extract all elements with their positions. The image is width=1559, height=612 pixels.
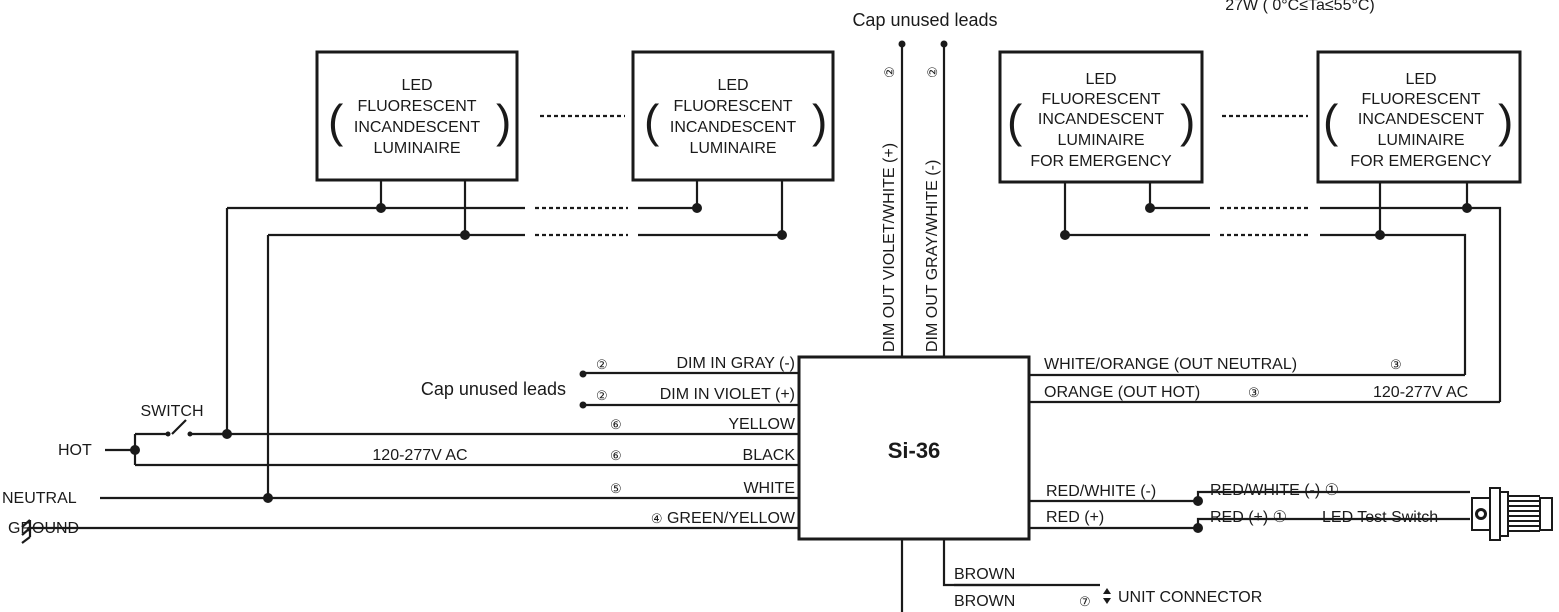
switch-symbol — [130, 419, 227, 465]
luminaire-text: LED — [1405, 71, 1436, 88]
right-leads — [1029, 373, 1500, 533]
luminaire-4: ( ) LED FLUORESCENT INCANDESCENT LUMINAI… — [1316, 50, 1522, 184]
luminaire-3: ( ) LED FLUORESCENT INCANDESCENT LUMINAI… — [998, 50, 1204, 184]
luminaire-text: LUMINAIRE — [1057, 132, 1144, 149]
out-hot-num: ③ — [1248, 385, 1260, 400]
paren-close: ) — [1498, 95, 1513, 147]
out-neutral-label: WHITE/ORANGE (OUT NEUTRAL) — [1044, 356, 1297, 373]
luminaire-2: ( ) LED FLUORESCENT INCANDESCENT LUMINAI… — [631, 50, 835, 182]
dim-out-violet-white-label: DIM OUT VIOLET/WHITE (+) — [881, 143, 898, 352]
green-yellow-text: GREEN/YELLOW — [667, 510, 796, 527]
brown-2-label: BROWN — [954, 593, 1015, 610]
red-switch-label: RED (+) ① — [1210, 509, 1287, 526]
luminaire-text: LUMINAIRE — [1377, 132, 1464, 149]
paren-close: ) — [812, 95, 827, 147]
unit-connector-label: UNIT CONNECTOR — [1118, 589, 1262, 606]
luminaire-text: INCANDESCENT — [1358, 111, 1484, 128]
black-label: BLACK — [743, 447, 796, 464]
brown-1-label: BROWN — [954, 566, 1015, 583]
top-leads: DIM OUT VIOLET/WHITE (+) ② DIM OUT GRAY/… — [881, 40, 948, 357]
dim-in-gray-num: ② — [596, 357, 608, 372]
paren-open: ( — [1007, 95, 1023, 147]
dim-in-violet-num: ② — [596, 388, 608, 403]
red-white-label: RED/WHITE (-) — [1046, 483, 1156, 500]
black-num: ⑥ — [610, 448, 622, 463]
device-name: Si-36 — [888, 438, 941, 463]
white-label: WHITE — [743, 480, 795, 497]
luminaire-text: LUMINAIRE — [689, 140, 776, 157]
luminaire-text: LUMINAIRE — [373, 140, 460, 157]
paren-open: ( — [328, 95, 344, 147]
luminaire-text: FLUORESCENT — [673, 98, 792, 115]
luminaire-text: LED — [717, 77, 748, 94]
si36-device-box — [797, 355, 1031, 541]
left-luminaire-wiring — [225, 180, 787, 498]
out-hot-label: ORANGE (OUT HOT) — [1044, 384, 1200, 401]
luminaire-1: ( ) LED FLUORESCENT INCANDESCENT LUMINAI… — [315, 50, 519, 182]
ground-label: GROUND — [8, 520, 79, 537]
luminaire-text: LED — [1085, 71, 1116, 88]
luminaire-text: INCANDESCENT — [354, 119, 480, 136]
test-switch-label: LED Test Switch — [1322, 509, 1438, 526]
red-label: RED (+) — [1046, 509, 1104, 526]
switch-label: SWITCH — [140, 403, 203, 420]
dim-out-gray-num: ② — [925, 66, 940, 78]
green-yellow-label: ④ GREEN/YELLOW — [651, 510, 796, 527]
luminaire-text: FOR EMERGENCY — [1350, 153, 1492, 170]
luminaire-text: FLUORESCENT — [1361, 91, 1480, 108]
neutral-label: NEUTRAL — [2, 490, 77, 507]
cap-unused-leads-top: Cap unused leads — [852, 10, 997, 30]
unit-connector-arrows-icon — [1103, 588, 1111, 604]
dim-in-violet-label: DIM IN VIOLET (+) — [660, 386, 795, 403]
power-rating: 27W ( 0°C≤Ta≤55°C) — [1225, 0, 1375, 14]
green-yellow-num: ④ — [651, 511, 663, 526]
red-white-switch-label: RED/WHITE (-) ① — [1210, 482, 1339, 499]
right-luminaire-wiring — [1060, 182, 1502, 402]
dim-in-gray-label: DIM IN GRAY (-) — [676, 355, 795, 372]
left-leads — [30, 370, 799, 530]
paren-close: ) — [1180, 95, 1195, 147]
unit-connector-num: ⑦ — [1079, 594, 1091, 609]
yellow-label: YELLOW — [728, 416, 796, 433]
led-test-switch-icon — [1471, 487, 1553, 541]
ground-icon — [21, 519, 32, 544]
input-voltage: 120-277V AC — [372, 447, 467, 464]
paren-open: ( — [644, 95, 660, 147]
luminaire-text: LED — [401, 77, 432, 94]
dim-out-violet-num: ② — [882, 66, 897, 78]
luminaire-text: INCANDESCENT — [1038, 111, 1164, 128]
white-num: ⑤ — [610, 481, 622, 496]
out-neutral-num: ③ — [1390, 357, 1402, 372]
luminaire-text: FLUORESCENT — [357, 98, 476, 115]
luminaire-text: FLUORESCENT — [1041, 91, 1160, 108]
hot-label: HOT — [58, 442, 92, 459]
cap-unused-leads-left: Cap unused leads — [421, 379, 566, 399]
out-voltage: 120-277V AC — [1373, 384, 1468, 401]
paren-open: ( — [1323, 95, 1339, 147]
yellow-num: ⑥ — [610, 417, 622, 432]
bottom-leads — [900, 539, 1100, 612]
luminaire-text: INCANDESCENT — [670, 119, 796, 136]
dim-out-gray-white-label: DIM OUT GRAY/WHITE (-) — [924, 160, 941, 352]
paren-close: ) — [496, 95, 511, 147]
luminaire-text: FOR EMERGENCY — [1030, 153, 1172, 170]
